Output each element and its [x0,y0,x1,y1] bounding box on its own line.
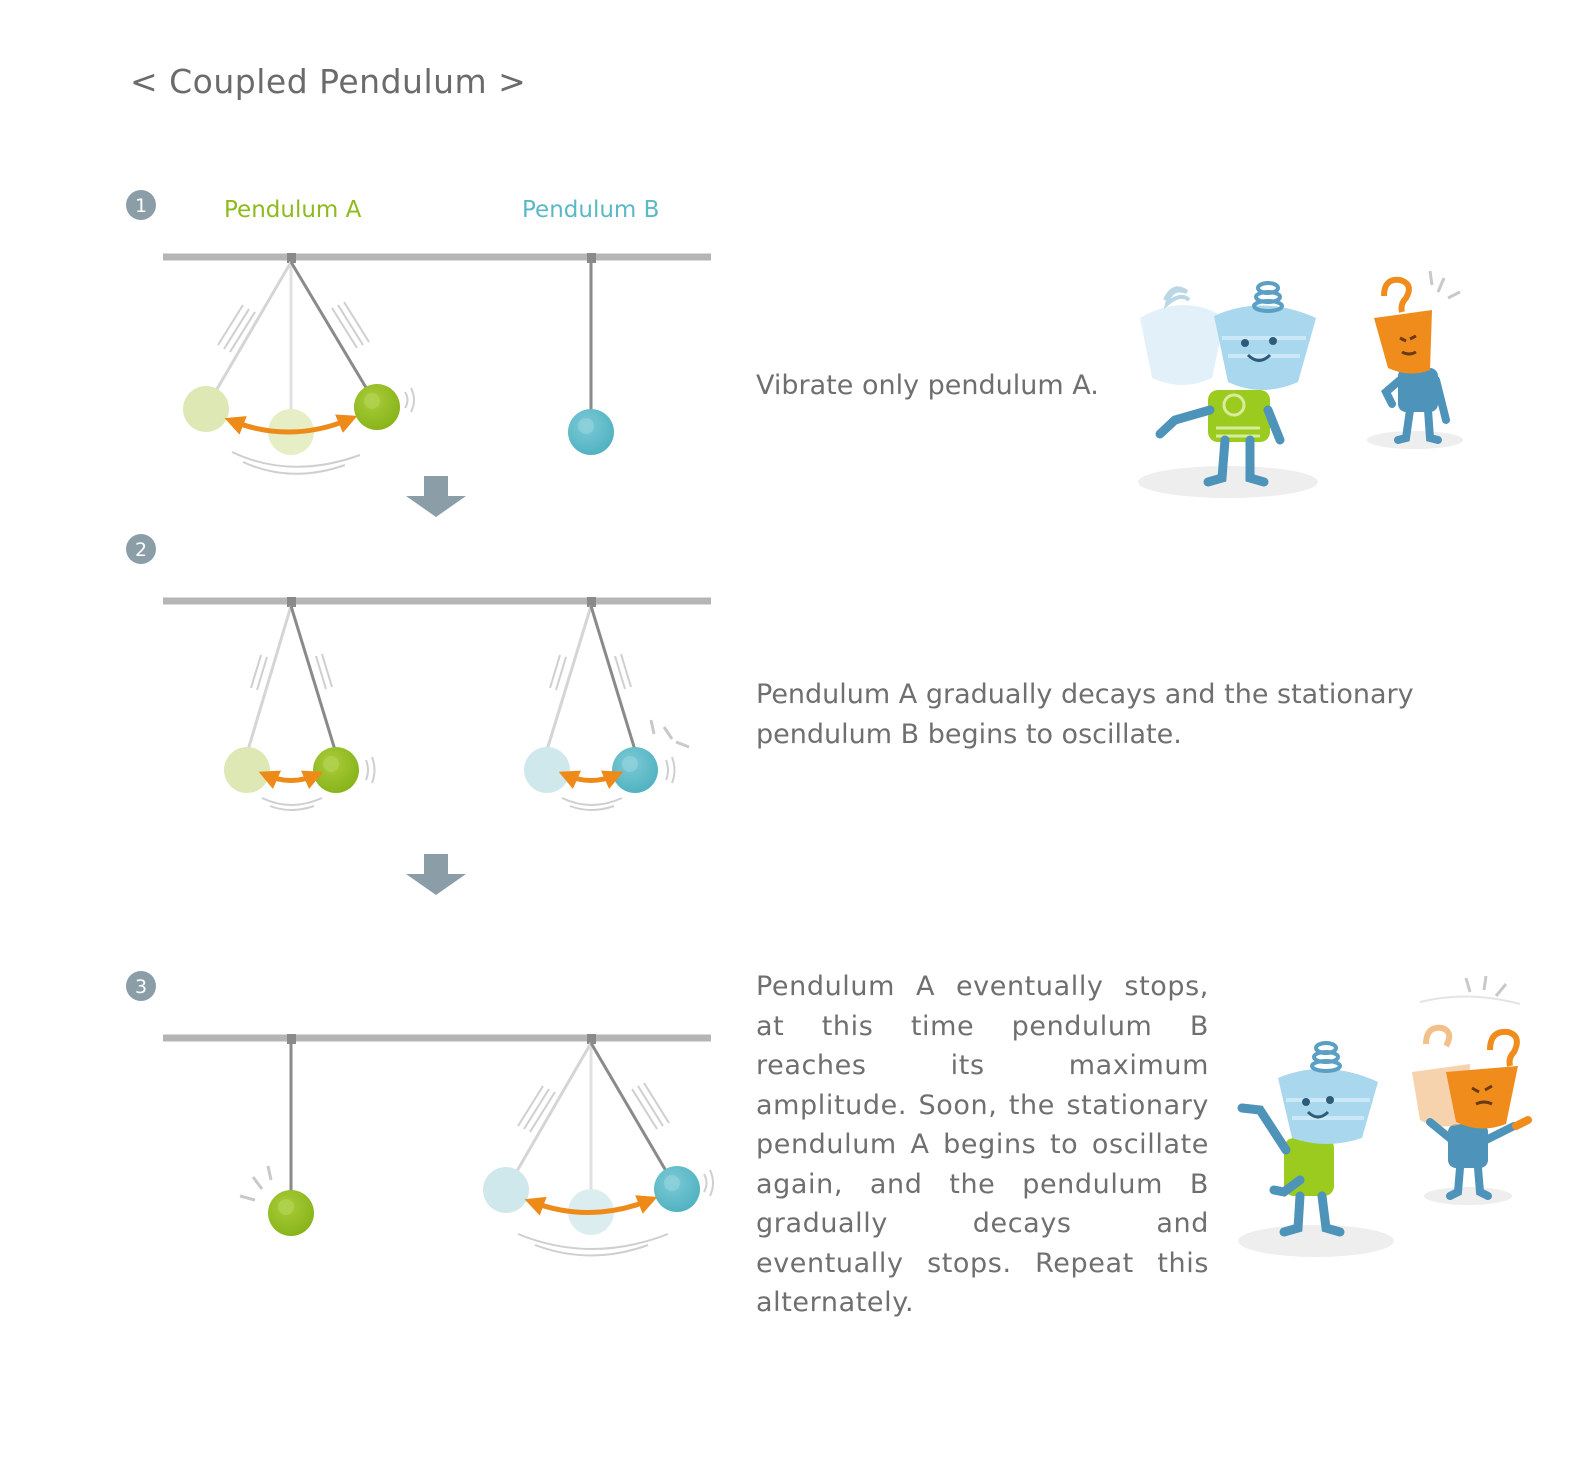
step-badge-2: 2 [126,534,156,564]
step-badge-3-number: 3 [135,976,147,998]
pendulum-b-label: Pendulum B [522,197,660,223]
step-badge-1-number: 1 [135,195,147,217]
orange-character-confused [1412,975,1532,1205]
down-arrow-icon [406,854,466,895]
step-2-pendulums [163,597,711,811]
step-badge-2-number: 2 [135,539,147,561]
step-badge-3: 3 [126,971,156,1001]
orange-character-thinking [1367,270,1463,449]
blue-character-vibrating [1138,281,1318,498]
pendulum-a-label: Pendulum A [224,197,362,223]
step-2-description: Pendulum A gradually decays and the stat… [756,679,1414,750]
step-3-pendulums [163,1034,714,1257]
step-3-description: Pendulum A eventually stops, at this tim… [756,971,1209,1318]
step-1-pendulums [163,253,711,475]
step-1-description: Vibrate only pendulum A. [756,370,1099,401]
blue-character-waving [1237,1041,1394,1257]
page-title: < Coupled Pendulum > [130,62,527,101]
step-badge-1: 1 [126,190,156,220]
down-arrow-icon [406,476,466,517]
